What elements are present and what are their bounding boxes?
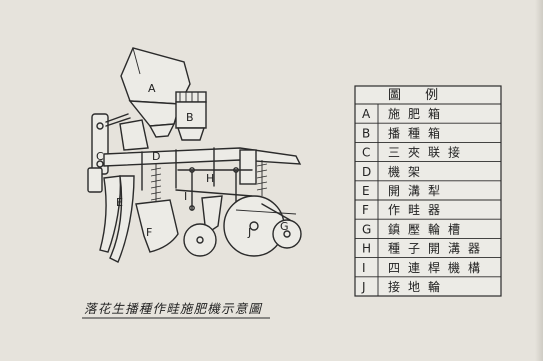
machine-drawing [87, 47, 302, 263]
legend-value-a: 施肥箱 [388, 106, 448, 121]
diagram-caption: 落花生播種作畦施肥機示意圖 [84, 301, 262, 316]
legend-value-g: 鎮壓輪槽 [388, 221, 468, 236]
legend-value-d: 機架 [388, 164, 428, 179]
furrow-plough-shape [99, 175, 135, 263]
legend-value-b: 播種箱 [388, 125, 448, 140]
legend-value-h: 種子開溝器 [388, 242, 488, 256]
caption-group: 落花生播種作畦施肥機示意圖 [82, 301, 270, 319]
legend-row-lines [355, 122, 501, 278]
press-wheel-shape [183, 223, 217, 257]
part-label-f: F [146, 226, 152, 239]
legend-key-j: J [361, 280, 366, 294]
press-wheel-bracket-shape [261, 203, 302, 249]
legend-key-h: H [362, 242, 371, 256]
legend-value-c: 三夾联接 [388, 145, 468, 160]
part-label-i: I [184, 190, 187, 203]
legend-rows: A 施肥箱 B 播種箱 C 三夾联接 D 機架 E 開溝犁 F 作畦器 G 鎮壓輪槽 H 種子開溝器 I 四連桿機… [361, 106, 488, 294]
legend-title: 圖 例 [388, 88, 448, 103]
legend-key-a: A [362, 107, 371, 121]
legend-key-b: B [362, 126, 370, 140]
fertilizer-box-shape [120, 47, 191, 138]
seed-box-shape [175, 91, 207, 141]
frame-shape [103, 147, 302, 191]
legend-key-d: D [362, 165, 371, 179]
legend-value-e: 開溝犁 [388, 184, 448, 198]
legend-value-j: 接地輪 [388, 279, 448, 294]
springs [150, 160, 268, 206]
ridge-former-shape [135, 199, 179, 253]
part-label-g: G [280, 220, 289, 233]
part-label-j: J [247, 226, 251, 239]
legend-key-e: E [362, 184, 370, 198]
seed-opener-shape [201, 195, 223, 236]
part-label-d: D [152, 150, 160, 163]
legend-value-f: 作畦器 [388, 203, 448, 217]
part-labels: A B C D E F G H I J [96, 82, 289, 239]
part-label-c: C [96, 150, 104, 163]
part-label-e: E [116, 196, 123, 209]
part-label-a: A [148, 82, 156, 95]
legend-key-i: I [362, 261, 366, 275]
part-label-b: B [186, 111, 194, 124]
legend-key-c: C [362, 146, 370, 160]
legend-key-g: G [362, 222, 371, 236]
part-label-h: H [206, 172, 214, 185]
legend-key-f: F [362, 203, 369, 217]
legend-table: 圖 例 A 施肥箱 B 播種箱 C 三夾联接 D 機架 E 開溝犁 F 作畦器 G 鎮壓輪槽 H 種子開溝器 I… [354, 85, 502, 297]
legend-value-i: 四連桿機構 [388, 260, 488, 275]
